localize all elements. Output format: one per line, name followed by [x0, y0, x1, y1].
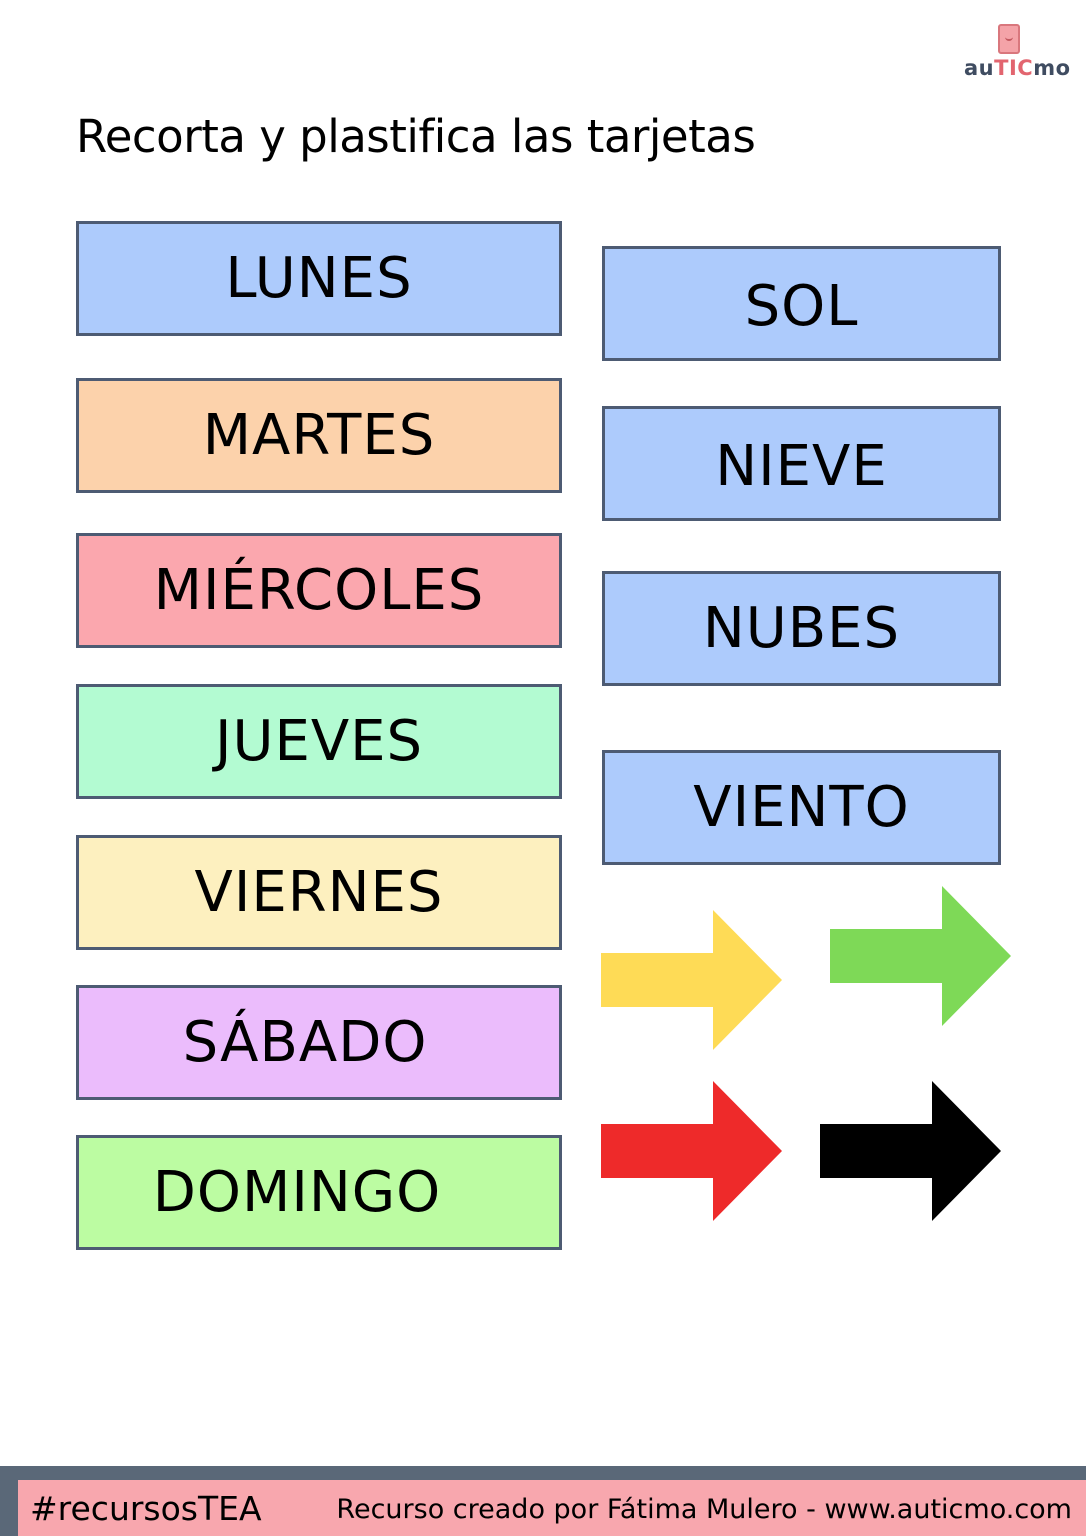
card-domingo: DOMINGO	[76, 1135, 562, 1250]
card-label: NUBES	[702, 595, 901, 661]
card-label: DOMINGO	[152, 1159, 442, 1225]
card-label: MARTES	[202, 402, 436, 468]
card-martes: MARTES	[76, 378, 562, 493]
card-label: MIÉRCOLES	[153, 557, 485, 623]
card-label: SOL	[744, 273, 859, 339]
logo-text-suffix: mo	[1033, 56, 1071, 80]
red-arrow-icon	[601, 1081, 782, 1221]
logo-text-accent: TIC	[994, 56, 1034, 80]
black-arrow-icon	[820, 1081, 1001, 1221]
footer-hashtag: #recursosTEA	[30, 1489, 262, 1528]
card-label: VIERNES	[194, 859, 444, 925]
footer-bar: #recursosTEA Recurso creado por Fátima M…	[18, 1480, 1086, 1536]
card-label: NIEVE	[715, 433, 888, 499]
card-jueves: JUEVES	[76, 684, 562, 799]
footer-credit: Recurso creado por Fátima Mulero - www.a…	[336, 1494, 1072, 1525]
auticmo-logo: auTICmo	[958, 22, 1071, 84]
card-label: SÁBADO	[182, 1009, 428, 1075]
card-sabado: SÁBADO	[76, 985, 562, 1100]
tablet-face-icon	[998, 24, 1020, 54]
card-sol: SOL	[602, 246, 1001, 361]
card-viento: VIENTO	[602, 750, 1001, 865]
card-label: JUEVES	[214, 708, 424, 774]
card-miercoles: MIÉRCOLES	[76, 533, 562, 648]
card-label: VIENTO	[693, 774, 910, 840]
page-title: Recorta y plastifica las tarjetas	[76, 110, 756, 163]
green-arrow-icon	[830, 886, 1011, 1026]
card-nubes: NUBES	[602, 571, 1001, 686]
card-label: LUNES	[225, 245, 413, 311]
card-viernes: VIERNES	[76, 835, 562, 950]
logo-text-prefix: au	[964, 56, 995, 80]
logo-text: auTICmo	[964, 56, 1071, 80]
card-lunes: LUNES	[76, 221, 562, 336]
card-nieve: NIEVE	[602, 406, 1001, 521]
footer: #recursosTEA Recurso creado por Fátima M…	[0, 1466, 1086, 1536]
yellow-arrow-icon	[601, 910, 782, 1050]
